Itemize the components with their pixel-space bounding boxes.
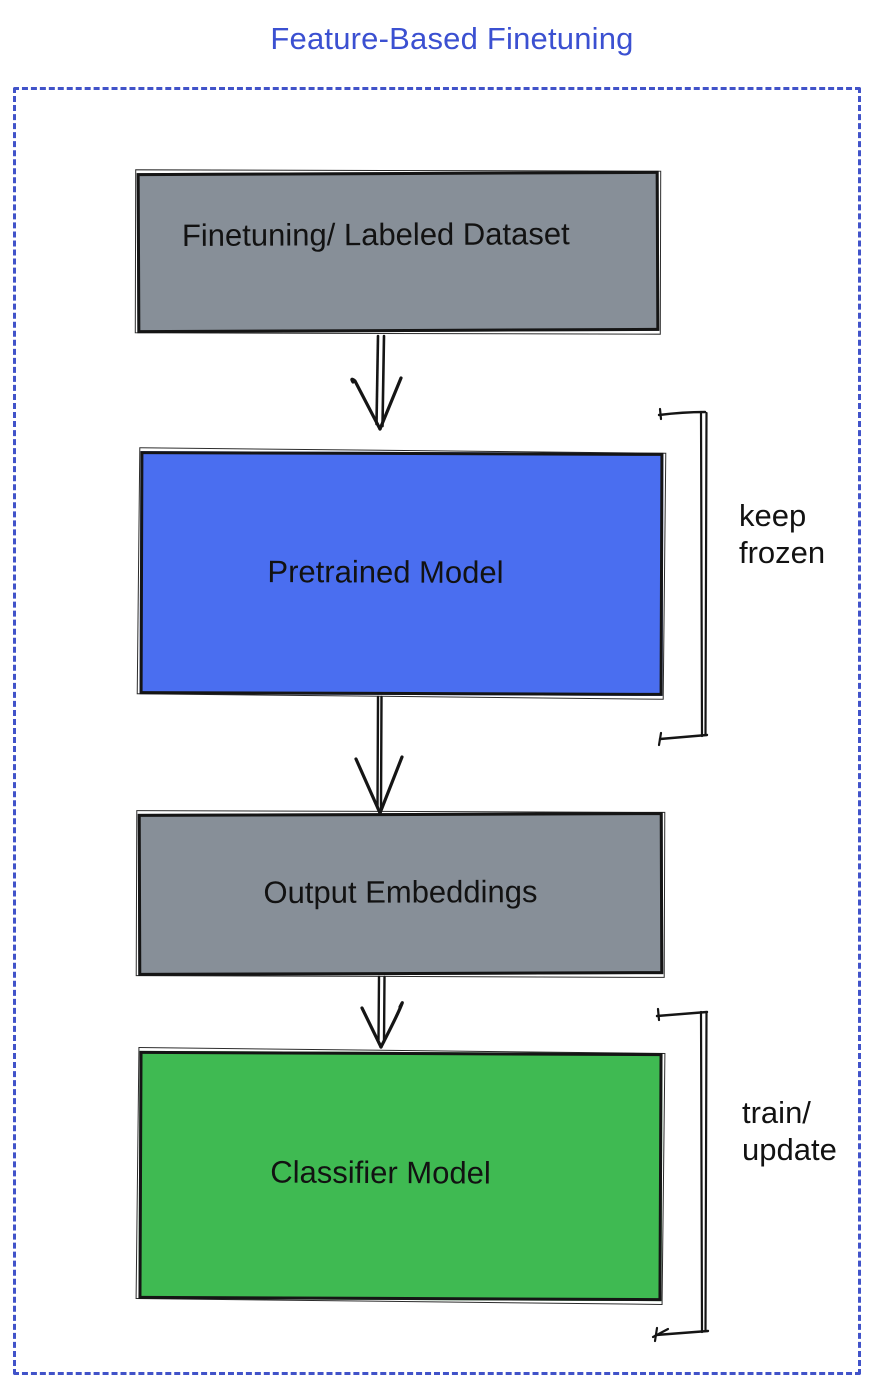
keep-frozen-annotation: keep frozen (739, 497, 825, 571)
node-classifier-model: Classifier Model (138, 1050, 663, 1302)
train-update-annotation: train/ update (742, 1094, 837, 1168)
dashed-outer-frame (13, 87, 861, 1375)
keep-frozen-line1: keep (739, 498, 807, 533)
node-classifier-model-label: Classifier Model (270, 1154, 491, 1191)
node-finetuning-dataset: Finetuning/ Labeled Dataset (136, 170, 660, 334)
keep-frozen-line2: frozen (739, 535, 826, 570)
node-pretrained-model: Pretrained Model (139, 451, 664, 696)
node-finetuning-dataset-label: Finetuning/ Labeled Dataset (181, 216, 570, 253)
train-update-line1: train/ (742, 1095, 811, 1130)
train-update-line2: update (742, 1132, 837, 1167)
node-pretrained-model-label: Pretrained Model (267, 553, 504, 590)
diagram-title: Feature-Based Finetuning (270, 21, 634, 56)
node-output-embeddings: Output Embeddings (137, 812, 664, 976)
node-output-embeddings-label: Output Embeddings (263, 874, 538, 911)
